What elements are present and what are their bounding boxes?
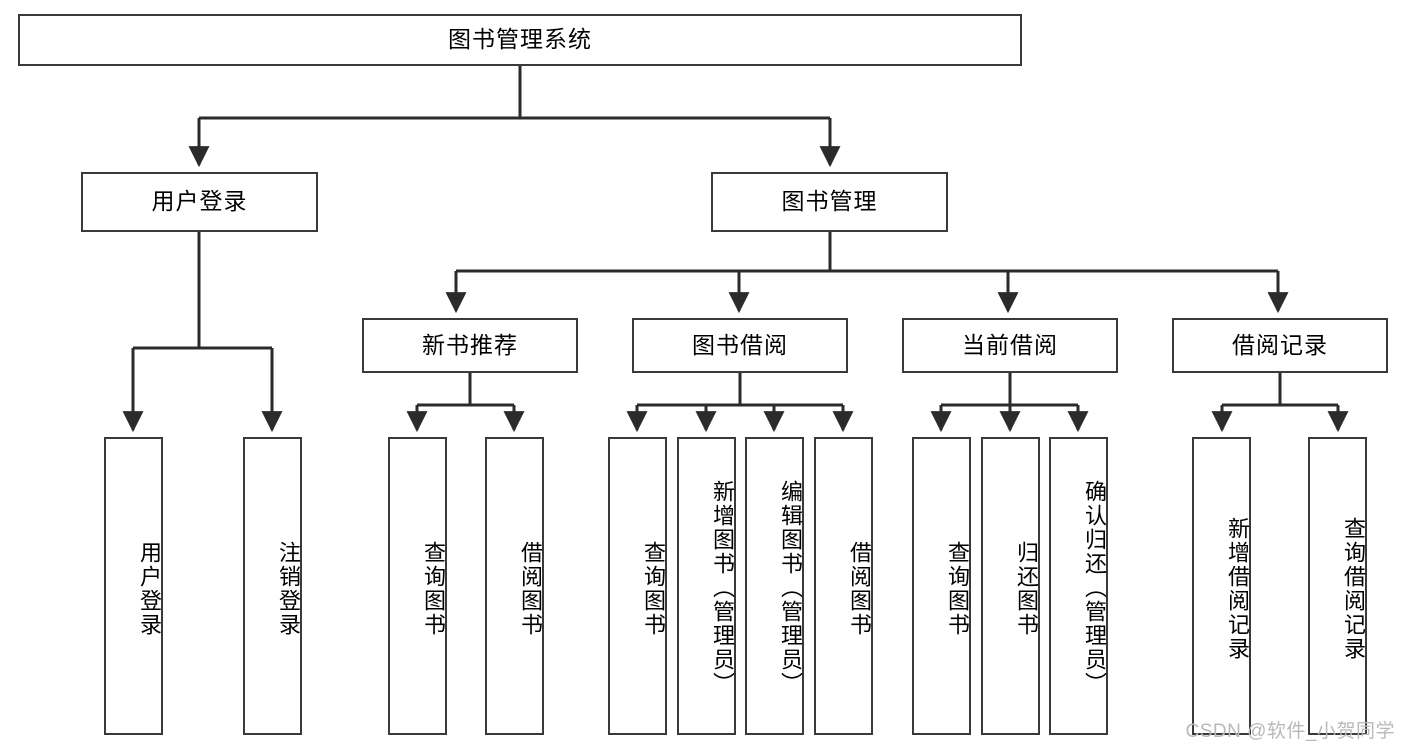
leaf-current-borrow-return-book[interactable]: 归还图书: [981, 437, 1040, 735]
node-current-borrow[interactable]: 当前借阅: [902, 318, 1118, 373]
node-new-book-recommend[interactable]: 新书推荐: [362, 318, 578, 373]
node-label: 借阅图书: [518, 541, 543, 637]
leaf-user-login-logout[interactable]: 注销登录: [243, 437, 302, 735]
node-label: 图书管理: [781, 188, 878, 215]
node-label: 用户登录: [137, 541, 162, 637]
node-borrow-record[interactable]: 借阅记录: [1172, 318, 1388, 373]
leaf-book-borrow-query-book[interactable]: 查询图书: [608, 437, 667, 735]
node-label: 图书管理系统: [448, 26, 592, 53]
node-label: 查询图书: [421, 541, 446, 637]
node-book-management[interactable]: 图书管理: [711, 172, 948, 232]
node-label: 用户登录: [151, 188, 248, 215]
node-label: 确认归还（管理员）: [1082, 480, 1107, 696]
node-label: 借阅图书: [847, 541, 872, 637]
node-label: 图书借阅: [692, 331, 788, 358]
leaf-current-borrow-query-book[interactable]: 查询图书: [912, 437, 971, 735]
node-label: 新书推荐: [422, 331, 518, 358]
node-label: 借阅记录: [1232, 331, 1328, 358]
leaf-book-borrow-edit-book-admin[interactable]: 编辑图书（管理员）: [745, 437, 804, 735]
node-user-login[interactable]: 用户登录: [81, 172, 318, 232]
csdn-watermark: CSDN @软件_小贺同学: [1185, 721, 1395, 742]
node-label: 归还图书: [1014, 541, 1039, 637]
node-label: 查询图书: [641, 541, 666, 637]
leaf-book-borrow-add-book-admin[interactable]: 新增图书（管理员）: [677, 437, 736, 735]
node-label: 查询借阅记录: [1341, 517, 1366, 661]
leaf-borrow-record-query-record[interactable]: 查询借阅记录: [1308, 437, 1367, 735]
leaf-user-login-login[interactable]: 用户登录: [104, 437, 163, 735]
node-book-borrow[interactable]: 图书借阅: [632, 318, 848, 373]
node-root-book-management-system[interactable]: 图书管理系统: [18, 14, 1022, 66]
leaf-book-borrow-borrow-book[interactable]: 借阅图书: [814, 437, 873, 735]
node-label: 新增图书（管理员）: [710, 480, 735, 696]
node-label: 当前借阅: [962, 331, 1058, 358]
leaf-new-book-borrow-book[interactable]: 借阅图书: [485, 437, 544, 735]
node-label: 编辑图书（管理员）: [778, 480, 803, 696]
node-label: 注销登录: [276, 541, 301, 637]
leaf-borrow-record-add-record[interactable]: 新增借阅记录: [1192, 437, 1251, 735]
leaf-new-book-query-book[interactable]: 查询图书: [388, 437, 447, 735]
leaf-current-borrow-confirm-return-admin[interactable]: 确认归还（管理员）: [1049, 437, 1108, 735]
node-label: 查询图书: [945, 541, 970, 637]
node-label: 新增借阅记录: [1225, 517, 1250, 661]
